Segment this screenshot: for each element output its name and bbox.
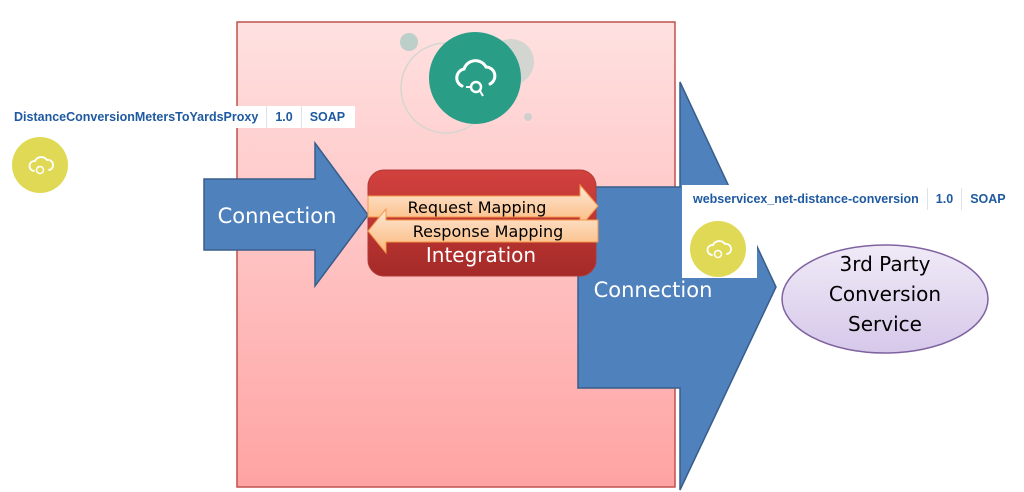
inbound-connection-arrow <box>203 140 369 289</box>
request-mapping-arrow <box>367 183 599 229</box>
target-service-label: webservicex_net-distance-conversion 1.0 … <box>685 188 1014 210</box>
source-service-label: DistanceConversionMetersToYardsProxy 1.0… <box>6 106 356 128</box>
integration-label: Integration <box>426 243 536 267</box>
inbound-connection-label: Connection <box>218 204 337 228</box>
third-party-line-3: Service <box>848 312 922 336</box>
target-service-icon <box>690 221 746 277</box>
third-party-service <box>781 244 989 354</box>
target-service-name[interactable]: webservicex_net-distance-conversion <box>693 192 919 206</box>
source-service-icon <box>12 137 68 193</box>
cloud-integration-icon <box>429 32 521 124</box>
request-mapping-label: Request Mapping <box>408 198 547 217</box>
third-party-line-1: 3rd Party <box>840 252 931 276</box>
outbound-connection-arrow <box>577 81 777 491</box>
target-service-protocol: SOAP <box>961 188 1013 210</box>
source-service-name[interactable]: DistanceConversionMetersToYardsProxy <box>14 110 259 124</box>
source-service-protocol: SOAP <box>300 106 353 128</box>
response-mapping-arrow <box>367 207 599 255</box>
target-service-version: 1.0 <box>926 188 961 210</box>
source-service-version: 1.0 <box>266 106 300 128</box>
outbound-connection-label: Connection <box>594 278 713 302</box>
response-mapping-label: Response Mapping <box>413 222 564 241</box>
third-party-line-2: Conversion <box>829 282 941 306</box>
